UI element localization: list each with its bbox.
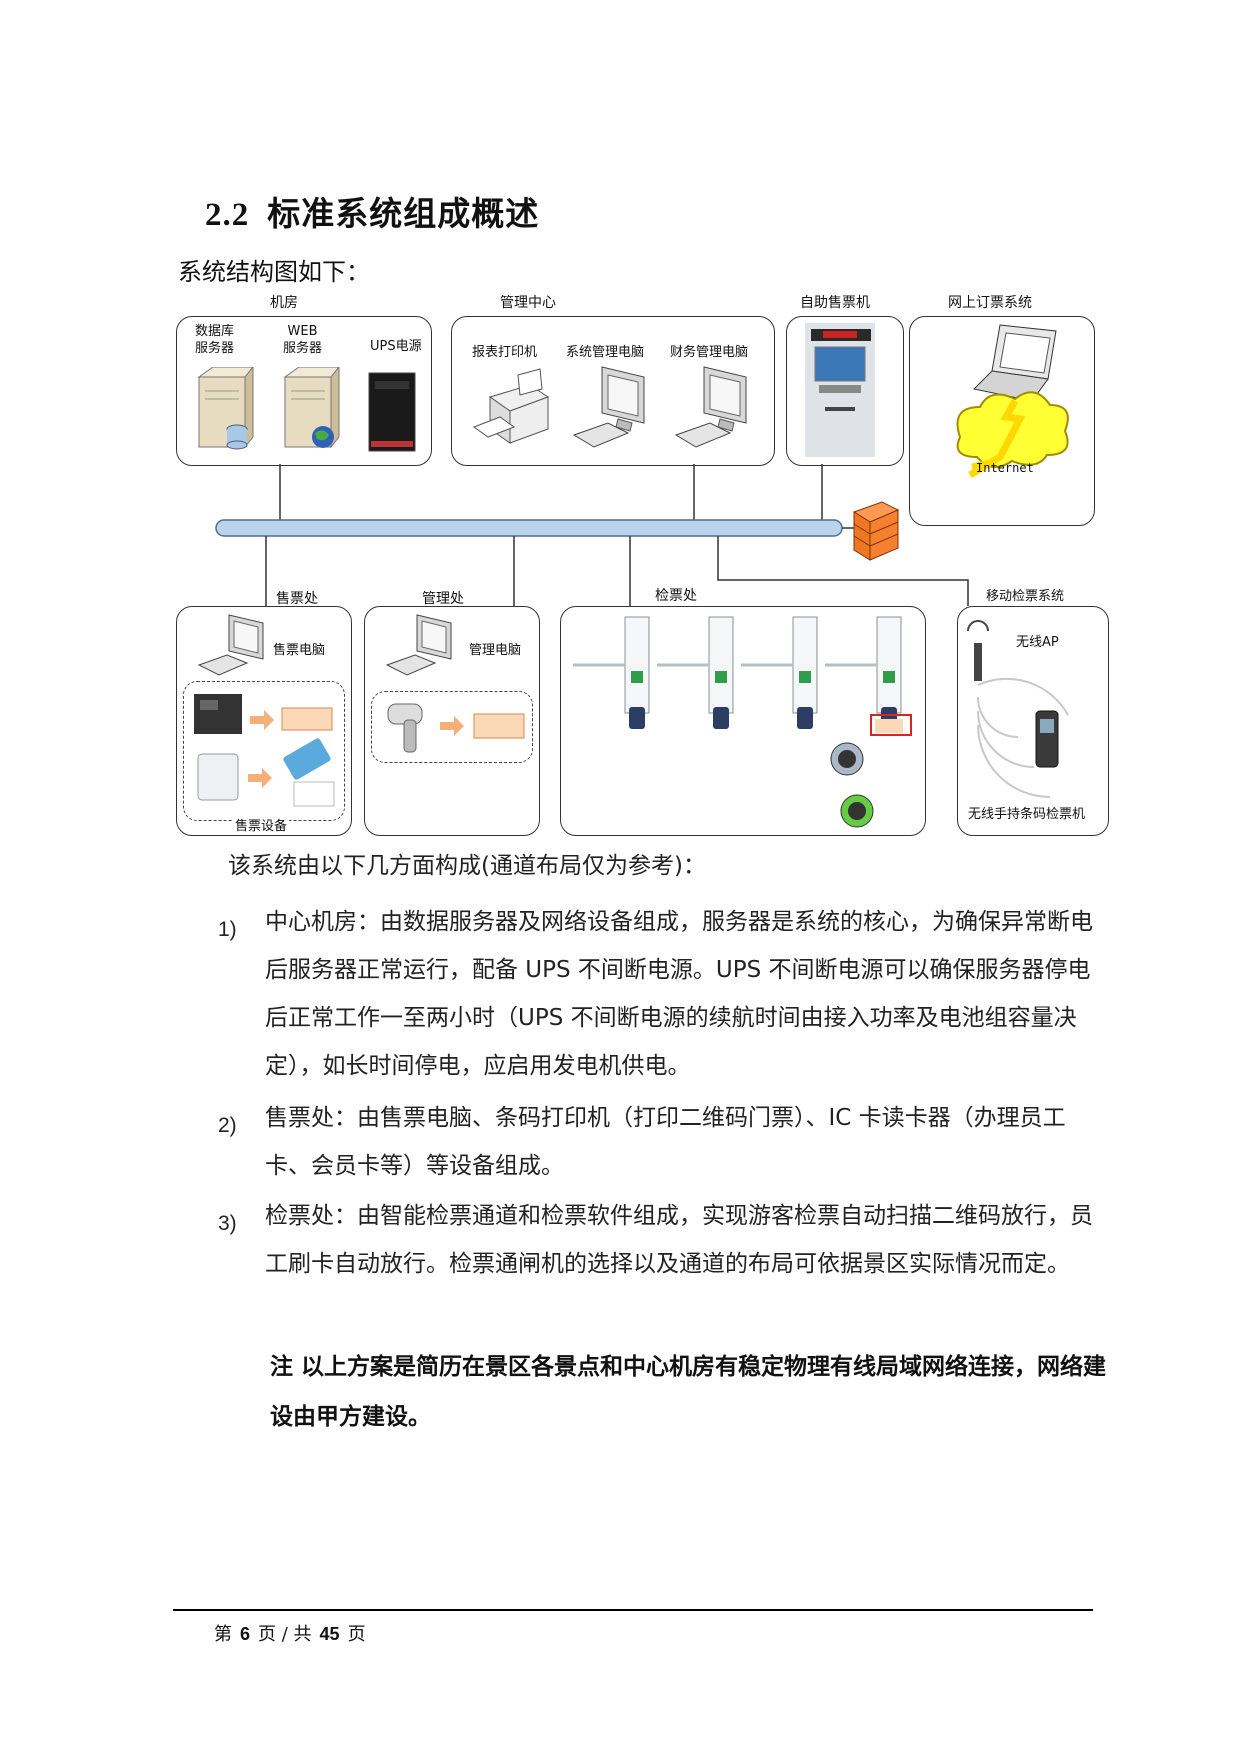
footer-suffix: 页 <box>347 1624 366 1645</box>
section-heading: 2.2 标准系统组成概述 <box>205 187 539 235</box>
label-admin: 管理处 <box>422 591 464 607</box>
network-lines <box>215 464 969 606</box>
intro-text: 系统结构图如下： <box>178 258 370 286</box>
item-1-text: 中心机房：由数据服务器及网络设备组成，服务器是系统的核心，为确保异常断电后服务器… <box>265 909 1093 1079</box>
sys-pc-label: 系统管理电脑 <box>566 345 645 360</box>
fin-pc-label: 财务管理电脑 <box>670 345 749 360</box>
wireless-ap-icon <box>967 620 1069 798</box>
note-text: 注 以上方案是简历在景区各景点和中心机房有稳定物理有线局域网络连接，网络建设由甲… <box>270 1354 1107 1430</box>
kiosk-icon <box>805 323 875 457</box>
admin-box: 管理电脑 <box>364 606 540 836</box>
footer-total: 45 <box>319 1624 340 1644</box>
footer-mid: 页 / 共 <box>258 1624 312 1645</box>
label-guanli-center: 管理中心 <box>500 295 556 311</box>
sales-equip-label: 售票设备 <box>233 815 290 834</box>
sales-pc-icon <box>197 614 264 676</box>
system-diagram: 机房 管理中心 自助售票机 网上订票系统 数据库 服务器 WEB 服务器 UPS… <box>0 0 1241 860</box>
sales-equipment-icons <box>194 694 335 807</box>
label-online: 网上订票系统 <box>948 295 1032 311</box>
sales-equip-group <box>183 681 345 821</box>
firewall-icon <box>852 501 900 561</box>
sales-pc-label: 售票电脑 <box>273 643 326 658</box>
admin-pc-label: 管理电脑 <box>469 643 522 658</box>
mobile-box: 无线AP 无线手持条码检票机 <box>957 606 1109 836</box>
section-title: 标准系统组成概述 <box>267 194 540 233</box>
footer-prefix: 第 <box>214 1624 232 1645</box>
online-box: Internet <box>909 316 1095 526</box>
check-box <box>560 606 926 836</box>
internet-cloud-icon <box>956 324 1069 479</box>
ups-label: UPS电源 <box>370 339 422 354</box>
sys-pc-icon <box>572 366 645 448</box>
section-number: 2.2 <box>205 197 250 233</box>
web-server-label: WEB 服务器 <box>283 324 323 356</box>
item-3-number: 3) <box>218 1212 237 1235</box>
report-printer-label: 报表打印机 <box>472 345 538 360</box>
item-1-number: 1) <box>218 918 237 941</box>
ap-label: 无线AP <box>1016 635 1059 650</box>
handheld-label: 无线手持条码检票机 <box>968 807 1086 822</box>
db-server-icon <box>197 367 254 450</box>
web-server-icon <box>283 367 340 449</box>
footer-divider <box>173 1609 1093 1611</box>
label-jifang: 机房 <box>270 295 298 311</box>
printer-icon <box>472 368 550 444</box>
label-check: 检票处 <box>655 588 697 604</box>
turnstile-gates-icon <box>573 616 912 828</box>
guanli-center-box: 报表打印机 系统管理电脑 财务管理电脑 <box>451 316 775 466</box>
internet-label: Internet <box>976 461 1034 475</box>
item-3-text: 检票处：由智能检票通道和检票软件组成，实现游客检票自动扫描二维码放行，员工刷卡自… <box>265 1203 1093 1277</box>
label-mobile: 移动检票系统 <box>986 589 1065 604</box>
admin-pc-icon <box>385 614 452 676</box>
composition-intro: 该系统由以下几方面构成(通道布局仅为参考)： <box>228 853 706 879</box>
item-2-text: 售票处：由售票电脑、条码打印机（打印二维码门票）、IC 卡读卡器（办理员工卡、会… <box>265 1105 1066 1179</box>
db-server-label: 数据库 服务器 <box>195 324 235 356</box>
kiosk-box <box>786 316 904 466</box>
jifang-box: 数据库 服务器 WEB 服务器 UPS电源 <box>176 316 432 466</box>
label-kiosk: 自助售票机 <box>800 295 870 311</box>
item-2-number: 2) <box>218 1114 237 1137</box>
barcode-scanner-icon <box>387 703 525 753</box>
ups-icon <box>368 372 416 452</box>
footer-page: 6 <box>240 1624 251 1644</box>
sales-box: 售票电脑 售票设备 <box>176 606 352 836</box>
fin-pc-icon <box>674 366 747 448</box>
admin-equip-group <box>371 691 533 763</box>
label-sales: 售票处 <box>276 591 318 607</box>
